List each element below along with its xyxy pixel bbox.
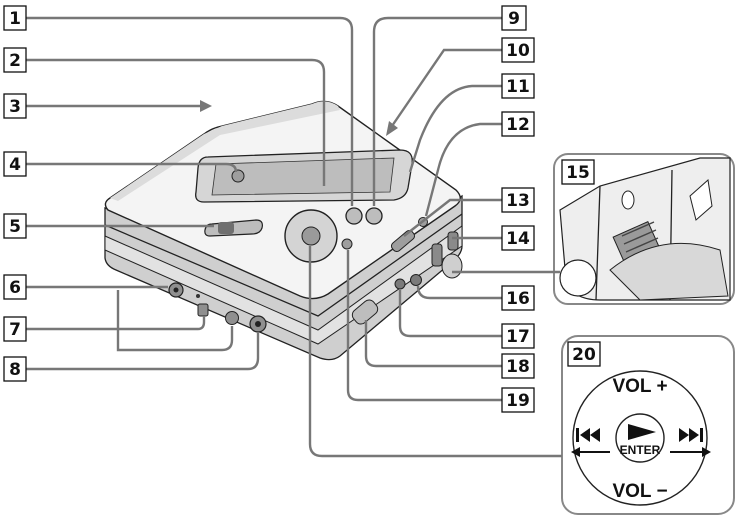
- callout-18: 18: [501, 353, 535, 379]
- strap-hook: [441, 253, 463, 279]
- callout-11-label: 11: [506, 77, 530, 97]
- button-9[interactable]: [365, 207, 383, 225]
- callout-9: 9: [501, 5, 527, 31]
- inset-15-panel: [553, 153, 735, 305]
- callout-15: 15: [561, 159, 595, 185]
- callout-19: 19: [501, 387, 535, 413]
- callout-19-label: 19: [506, 391, 530, 411]
- callout-18-label: 18: [506, 357, 530, 377]
- leader-9: [372, 16, 502, 206]
- player-side-band: [104, 225, 463, 345]
- callout-16-label: 16: [506, 289, 530, 309]
- callout-2: 2: [3, 47, 27, 73]
- callout-8-label: 8: [9, 360, 21, 380]
- callout-4: 4: [3, 151, 27, 177]
- callout-9-label: 9: [508, 9, 520, 29]
- callout-5: 5: [3, 213, 27, 239]
- leader-10-arrow: [386, 121, 398, 136]
- jack-17[interactable]: [394, 278, 406, 290]
- callout-4-label: 4: [9, 155, 21, 175]
- lid-shade: [110, 101, 340, 201]
- leader-17: [398, 290, 502, 338]
- callout-6: 6: [3, 274, 27, 300]
- leader-11: [408, 84, 502, 173]
- enter-label: ENTER: [620, 443, 661, 457]
- button-19[interactable]: [341, 238, 353, 250]
- leader-4: [26, 162, 238, 173]
- button-1[interactable]: [345, 207, 363, 225]
- leader-1: [26, 16, 354, 206]
- jack-8-core: [255, 321, 261, 327]
- leader-2: [26, 58, 326, 186]
- player-seam: [104, 213, 463, 317]
- inset-15-hook-circle: [559, 259, 597, 297]
- callout-3: 3: [3, 93, 27, 119]
- callout-2-label: 2: [9, 51, 21, 71]
- display-button-4[interactable]: [231, 169, 245, 183]
- callout-15-label: 15: [566, 163, 590, 183]
- jack-16[interactable]: [410, 274, 422, 286]
- callout-12-label: 12: [506, 115, 530, 135]
- side-switch-13[interactable]: [390, 229, 416, 253]
- callout-7-label: 7: [9, 320, 21, 340]
- inset-15-slider-ribs: [621, 221, 659, 253]
- leader-13: [403, 198, 502, 237]
- leader-3-arrow: [200, 100, 212, 112]
- leader-16: [416, 285, 502, 300]
- callout-1: 1: [3, 5, 27, 31]
- callout-14-label: 14: [506, 229, 530, 249]
- previous-track-icon: [576, 428, 600, 442]
- callout-12: 12: [501, 111, 535, 137]
- callout-20: 20: [567, 341, 601, 367]
- callout-10-label: 10: [506, 41, 530, 61]
- leader-7: [26, 316, 206, 331]
- callout-7: 7: [3, 316, 27, 342]
- display-glass: [211, 157, 395, 196]
- callout-3-label: 3: [9, 97, 21, 117]
- callout-20-label: 20: [572, 345, 596, 365]
- leader-10: [391, 48, 502, 127]
- callout-8: 8: [3, 356, 27, 382]
- leader-lines: [26, 16, 562, 458]
- left-arrow-icon: [571, 447, 610, 457]
- callout-14: 14: [501, 225, 535, 251]
- right-arrow-icon: [670, 447, 711, 457]
- callout-13: 13: [501, 187, 535, 213]
- callout-13-label: 13: [506, 191, 530, 211]
- next-track-icon: [679, 428, 703, 442]
- side-slider-14[interactable]: [431, 243, 443, 267]
- callout-10: 10: [501, 37, 535, 63]
- callout-17: 17: [501, 323, 535, 349]
- leader-20: [308, 246, 562, 458]
- inset-15-strap: [609, 242, 729, 301]
- jack-6-core: [173, 287, 179, 293]
- callout-17-label: 17: [506, 327, 530, 347]
- vol-up-label: VOL +: [612, 376, 667, 397]
- leader-18: [364, 320, 502, 368]
- vol-down-label: VOL −: [612, 481, 667, 502]
- minidisc-player-illustration: [104, 100, 463, 361]
- switch-7[interactable]: [197, 303, 209, 317]
- callout-1-label: 1: [9, 9, 21, 29]
- inset-20-panel: ENTER VOL + VOL −: [561, 335, 735, 515]
- leader-6-bracket: [116, 290, 234, 352]
- play-icon: [628, 424, 656, 440]
- player-lower-shell: [104, 194, 463, 361]
- leader-8: [26, 332, 260, 371]
- callout-16: 16: [501, 285, 535, 311]
- callout-6-label: 6: [9, 278, 21, 298]
- callout-11: 11: [501, 73, 535, 99]
- side-knob-14b[interactable]: [447, 231, 459, 251]
- indicator-lamp: [196, 294, 200, 298]
- jack-7b[interactable]: [225, 311, 239, 325]
- inset-15-lever: [689, 179, 713, 221]
- slide-knob: [218, 222, 234, 234]
- leader-19: [346, 250, 502, 402]
- leader-12: [424, 122, 502, 217]
- jog-dial-inner[interactable]: [301, 226, 321, 246]
- inset-15-hole: [621, 190, 635, 210]
- switch-18[interactable]: [350, 298, 380, 327]
- callout-5-label: 5: [9, 217, 21, 237]
